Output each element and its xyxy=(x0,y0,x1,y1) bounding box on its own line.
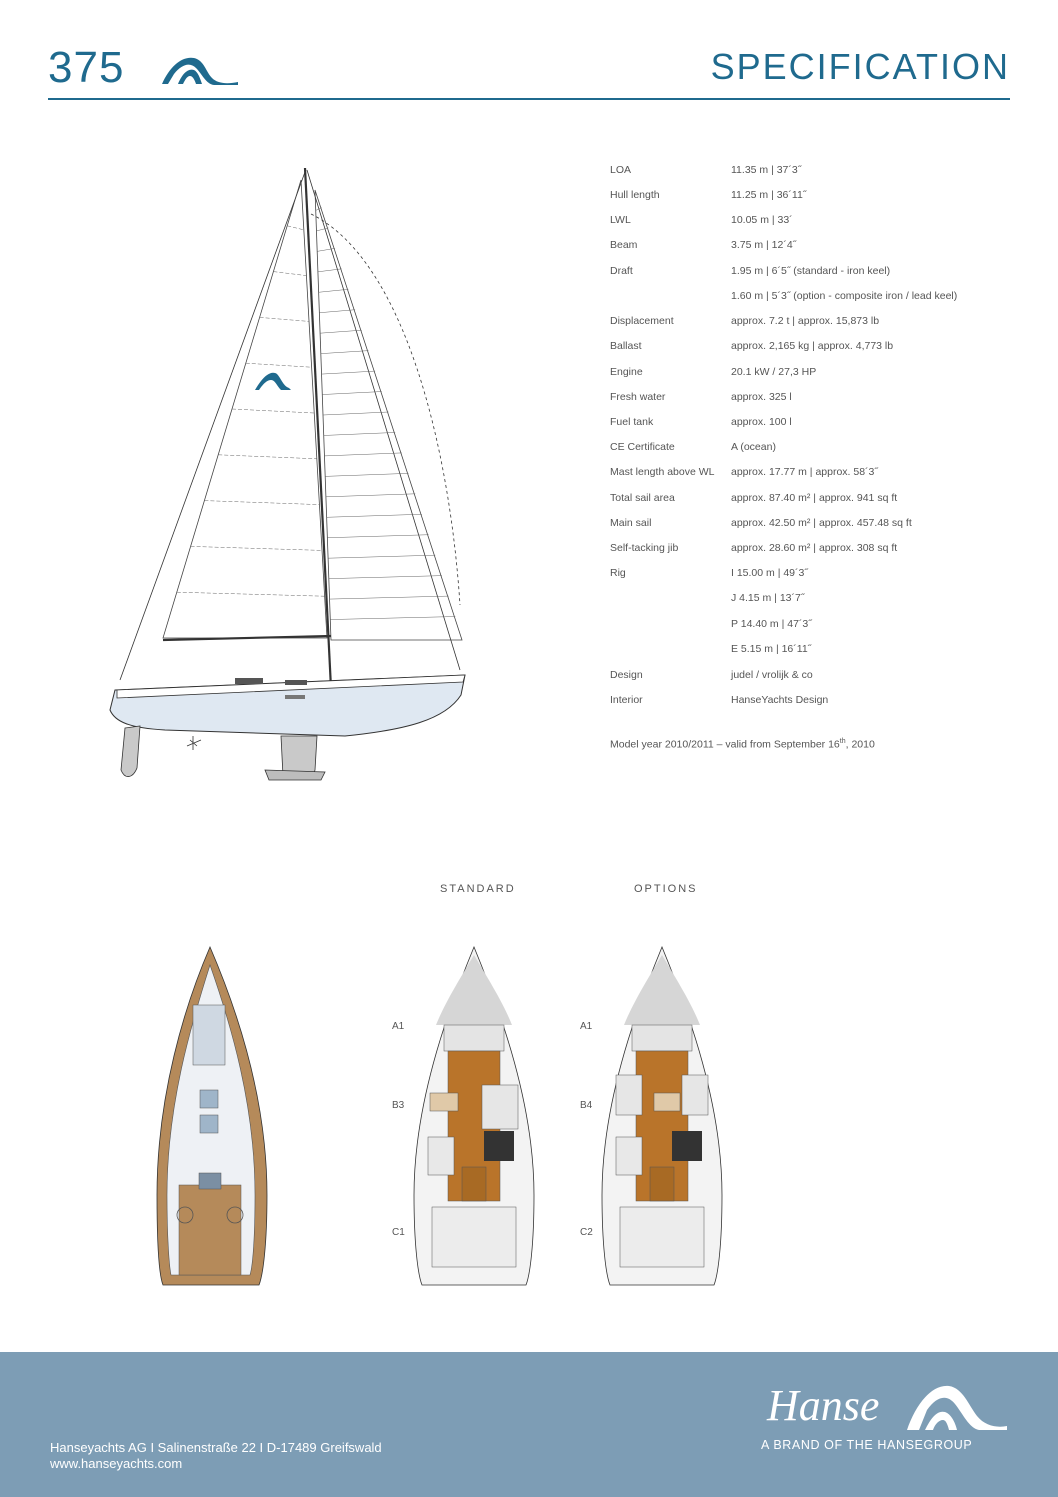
plan-label: A1 xyxy=(392,1021,405,1032)
spec-value: I 15.00 m | 49´3˝ xyxy=(731,567,808,579)
spec-label: Beam xyxy=(610,239,638,251)
deck-plan-drawing xyxy=(156,945,268,1286)
spec-value: approx. 87.40 m² | approx. 941 sq ft xyxy=(731,492,898,504)
spec-label: Displacement xyxy=(610,315,674,327)
plan-label: B3 xyxy=(392,1100,405,1111)
hanse-brand-logo: Hanse xyxy=(766,1381,1007,1430)
spec-value: E 5.15 m | 16´11˝ xyxy=(731,643,812,655)
spec-value: 20.1 kW / 27,3 HP xyxy=(731,366,817,378)
spec-value: 1.60 m | 5´3˝ (option - composite iron /… xyxy=(731,290,958,302)
spec-label: Total sail area xyxy=(610,492,675,504)
spec-value: 11.25 m | 36´11˝ xyxy=(731,189,807,201)
company-address-block: Hanseyachts AG I Salinenstraße 22 I D-17… xyxy=(50,1440,382,1472)
spec-label: Ballast xyxy=(610,340,642,352)
spec-value: A (ocean) xyxy=(731,441,776,453)
model-year-tail: , 2010 xyxy=(845,738,875,751)
standard-heading: STANDARD xyxy=(440,883,516,895)
model-year-note: Model year 2010/2011 – valid from Septem… xyxy=(610,738,875,751)
plan-label: C2 xyxy=(580,1227,593,1238)
spec-label: LOA xyxy=(610,164,632,176)
spec-value: 10.05 m | 33´ xyxy=(731,214,793,226)
page-header: 375 SPECIFICATION xyxy=(48,38,1010,102)
company-address: Hanseyachts AG I Salinenstraße 22 I D-17… xyxy=(50,1440,382,1455)
spec-value: approx. 28.60 m² | approx. 308 sq ft xyxy=(731,542,898,554)
model-number: 375 xyxy=(48,43,125,92)
spec-label: Hull length xyxy=(610,189,660,201)
spec-label: Design xyxy=(610,669,643,681)
spec-value: 11.35 m | 37´3˝ xyxy=(731,164,802,176)
spec-value: 3.75 m | 12´4˝ xyxy=(731,239,797,251)
spec-label: Fresh water xyxy=(610,391,666,403)
spec-label: Mast length above WL xyxy=(610,466,715,478)
spec-value: P 14.40 m | 47´3˝ xyxy=(731,618,812,630)
website-link[interactable]: www.hanseyachts.com xyxy=(50,1456,183,1471)
page-title: SPECIFICATION xyxy=(710,46,1010,87)
spec-value: approx. 7.2 t | approx. 15,873 lb xyxy=(731,315,880,327)
spec-label: Main sail xyxy=(610,517,652,529)
plan-label: B4 xyxy=(580,1100,593,1111)
hanse-wave-logo xyxy=(162,57,238,85)
spec-value: approx. 325 l xyxy=(731,391,792,403)
spec-value: 1.95 m | 6´5˝ (standard - iron keel) xyxy=(731,265,891,277)
spec-value: approx. 42.50 m² | approx. 457.48 sq ft xyxy=(731,517,912,529)
options-heading: OPTIONS xyxy=(634,883,698,895)
spec-label: LWL xyxy=(610,214,631,226)
spec-value: judel / vrolijk & co xyxy=(731,669,813,681)
spec-value: HanseYachts Design xyxy=(731,694,829,706)
standard-interior-plan xyxy=(413,945,535,1286)
header-divider xyxy=(48,98,1010,100)
model-year-sup: th xyxy=(839,738,846,745)
spec-label: Rig xyxy=(610,567,626,579)
brand-tagline: A BRAND OF THE HANSEGROUP xyxy=(761,1438,973,1452)
spec-label: Draft xyxy=(610,265,633,277)
spec-value: J 4.15 m | 13´7˝ xyxy=(731,592,805,604)
options-interior-plan xyxy=(601,945,723,1286)
spec-value: approx. 17.77 m | approx. 58´3˝ xyxy=(731,466,878,478)
model-year-text: Model year 2010/2011 – valid from Septem… xyxy=(610,738,840,751)
spec-label: Self-tacking jib xyxy=(610,542,679,554)
spec-value: approx. 2,165 kg | approx. 4,773 lb xyxy=(731,340,894,352)
plan-label: C1 xyxy=(392,1227,405,1238)
brand-name: Hanse xyxy=(766,1381,879,1430)
page-footer: Hanseyachts AG I Salinenstraße 22 I D-17… xyxy=(0,1352,1058,1497)
plan-label: A1 xyxy=(580,1021,593,1032)
spec-label: Engine xyxy=(610,366,643,378)
spec-label: Fuel tank xyxy=(610,416,654,428)
spec-label: Interior xyxy=(610,694,643,706)
sail-plan-drawing xyxy=(109,167,466,781)
spec-label: CE Certificate xyxy=(610,441,675,453)
spec-value: approx. 100 l xyxy=(731,416,792,428)
